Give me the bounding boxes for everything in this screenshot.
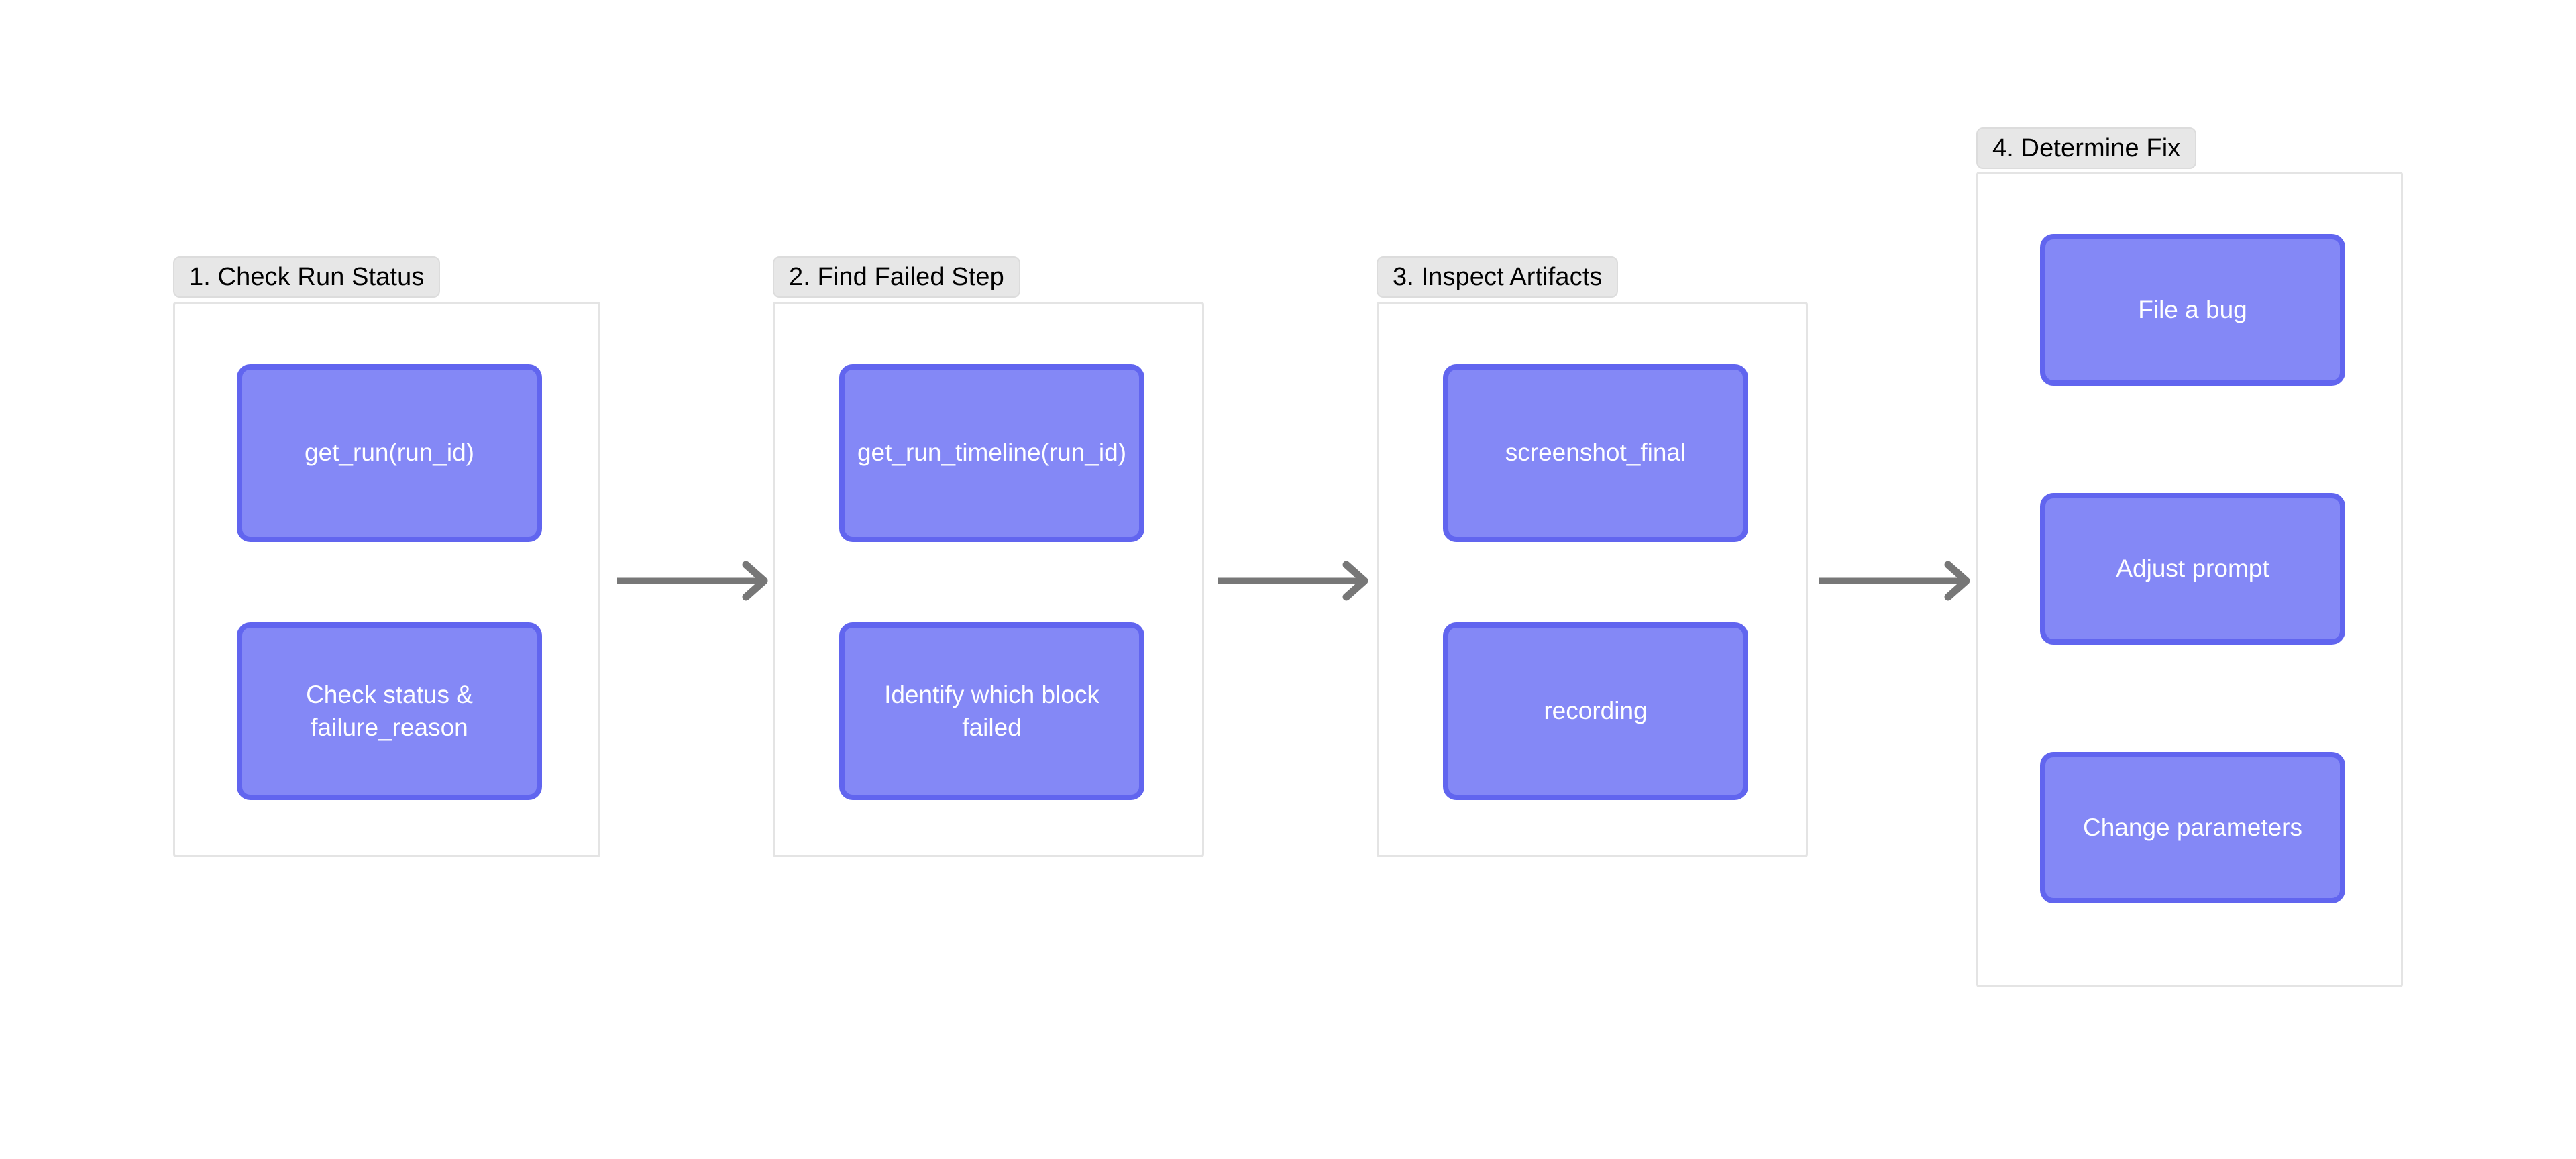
node-check-status[interactable]: Check status & failure_reason	[237, 622, 542, 800]
node-identify-which-block-failed[interactable]: Identify which block failed	[839, 622, 1144, 800]
cluster-determine-fix: File a bug Adjust prompt Change paramete…	[1976, 172, 2403, 987]
cluster-label-find-failed-step: 2. Find Failed Step	[773, 256, 1020, 298]
cluster-inspect-artifacts: screenshot_final recording	[1377, 302, 1808, 857]
arrow-cluster3-to-cluster4	[1819, 561, 1975, 601]
cluster-label-determine-fix: 4. Determine Fix	[1976, 127, 2197, 169]
node-file-a-bug[interactable]: File a bug	[2040, 234, 2345, 386]
node-adjust-prompt[interactable]: Adjust prompt	[2040, 493, 2345, 645]
cluster-find-failed-step: get_run_timeline(run_id) Identify which …	[773, 302, 1204, 857]
node-get-run-timeline[interactable]: get_run_timeline(run_id)	[839, 364, 1144, 542]
arrow-cluster2-to-cluster3	[1218, 561, 1373, 601]
cluster-label-check-run-status: 1. Check Run Status	[173, 256, 441, 298]
cluster-check-run-status: get_run(run_id) Check status & failure_r…	[173, 302, 600, 857]
node-get-run[interactable]: get_run(run_id)	[237, 364, 542, 542]
node-screenshot-final[interactable]: screenshot_final	[1443, 364, 1748, 542]
arrow-cluster1-to-cluster2	[617, 561, 773, 601]
node-recording[interactable]: recording	[1443, 622, 1748, 800]
node-change-parameters[interactable]: Change parameters	[2040, 752, 2345, 903]
cluster-label-inspect-artifacts: 3. Inspect Artifacts	[1377, 256, 1619, 298]
